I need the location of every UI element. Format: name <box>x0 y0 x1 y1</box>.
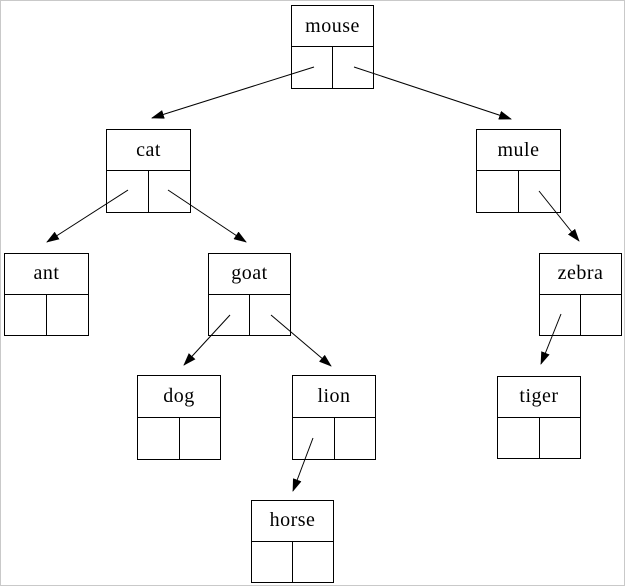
tree-node-ant: ant <box>4 253 89 336</box>
pointer-cells <box>292 47 373 88</box>
pointer-cells <box>498 417 581 459</box>
tree-node-cat: cat <box>106 129 191 213</box>
node-label: tiger <box>498 377 580 418</box>
left-pointer-cell <box>293 418 334 460</box>
node-label: horse <box>252 501 333 542</box>
left-pointer-cell <box>5 295 46 336</box>
node-label: mouse <box>292 6 373 47</box>
tree-node-horse: horse <box>251 500 334 583</box>
right-pointer-cell <box>249 294 290 335</box>
left-pointer-cell <box>209 295 249 336</box>
tree-node-zebra: zebra <box>539 253 622 336</box>
right-pointer-cell <box>333 417 376 459</box>
node-label: goat <box>209 254 290 295</box>
pointer-cells <box>5 294 88 336</box>
right-pointer-cell <box>332 47 373 88</box>
pointer-cells <box>252 541 333 583</box>
left-pointer-cell <box>540 295 580 336</box>
tree-node-dog: dog <box>137 375 221 460</box>
tree-node-mouse: mouse <box>291 5 374 89</box>
node-label: mule <box>477 130 560 171</box>
right-pointer-cell <box>518 171 560 212</box>
node-label: cat <box>107 130 190 171</box>
left-pointer-cell <box>477 171 518 212</box>
node-label: ant <box>5 254 88 295</box>
right-pointer-cell <box>580 294 621 335</box>
tree-node-lion: lion <box>292 375 376 460</box>
pointer-cells <box>138 417 221 460</box>
right-pointer-cell <box>538 417 581 458</box>
node-label: dog <box>138 376 220 418</box>
tree-node-tiger: tiger <box>497 376 581 459</box>
right-pointer-cell <box>148 171 190 212</box>
left-pointer-cell <box>252 542 292 583</box>
pointer-cells <box>540 294 621 336</box>
tree-node-goat: goat <box>208 253 291 336</box>
right-pointer-cell <box>178 417 221 459</box>
left-pointer-cell <box>107 171 148 212</box>
pointer-cells <box>477 171 560 212</box>
node-label: zebra <box>540 254 621 295</box>
node-label: lion <box>293 376 375 418</box>
tree-node-mule: mule <box>476 129 561 213</box>
left-pointer-cell <box>498 418 539 459</box>
pointer-cells <box>107 171 190 212</box>
left-pointer-cell <box>292 47 332 88</box>
pointer-cells <box>293 417 376 460</box>
left-pointer-cell <box>138 418 179 460</box>
pointer-cells <box>209 294 290 336</box>
right-pointer-cell <box>46 294 88 335</box>
right-pointer-cell <box>292 541 333 582</box>
